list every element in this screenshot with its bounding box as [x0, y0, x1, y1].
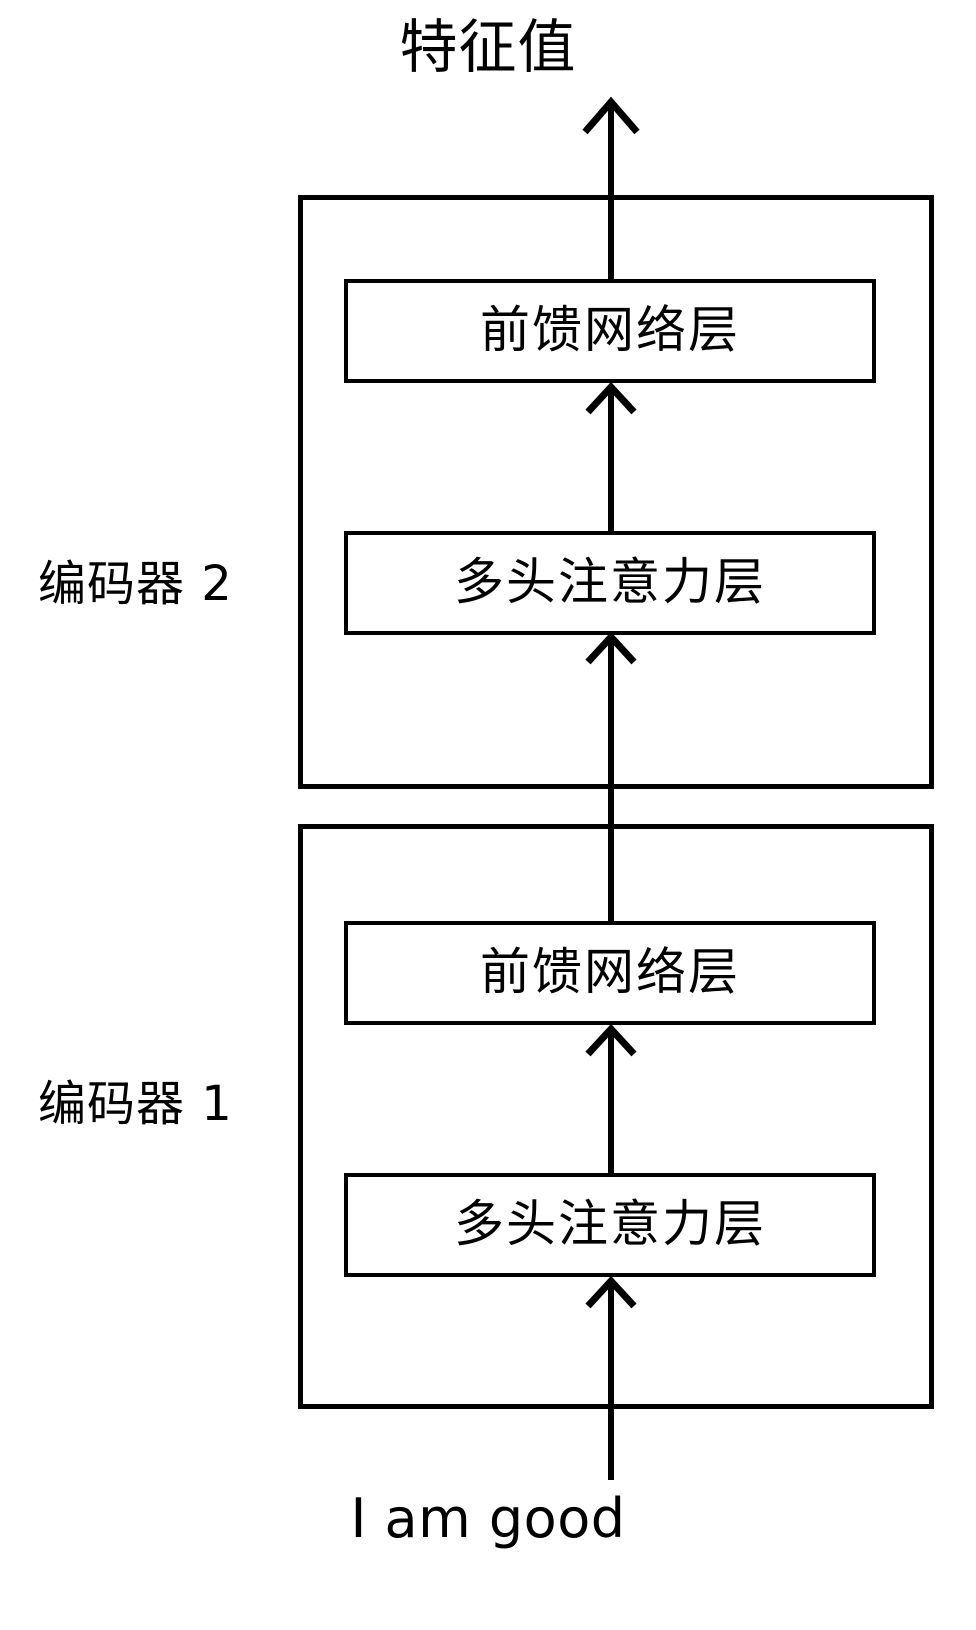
output-feature-value-label: 特征值 [399, 13, 577, 81]
arrow-input-to-enc1-attn [585, 1275, 637, 1480]
encoder-2-label: 编码器 2 [38, 556, 233, 612]
encoder-2-multi-head-attention-layer-box: 多头注意力层 [344, 531, 876, 635]
encoder-1-feed-forward-layer-box: 前馈网络层 [344, 921, 876, 1025]
encoder-2-frame [298, 195, 934, 789]
encoder-1-frame [298, 824, 934, 1409]
arrow-enc2-attn-to-enc2-ffn [585, 381, 637, 531]
encoder-2-feed-forward-layer-box: 前馈网络层 [344, 279, 876, 383]
encoder-1-label: 编码器 1 [38, 1076, 233, 1132]
input-sentence-label: I am good [350, 1487, 626, 1550]
encoder-2-multi-head-attention-layer-label: 多头注意力层 [454, 553, 766, 611]
encoder-1-multi-head-attention-layer-label: 多头注意力层 [454, 1195, 766, 1253]
encoder-1-multi-head-attention-layer-box: 多头注意力层 [344, 1173, 876, 1277]
arrow-enc2-ffn-to-output [582, 96, 640, 280]
encoder-2-feed-forward-layer-label: 前馈网络层 [480, 301, 740, 359]
encoder-1-feed-forward-layer-label: 前馈网络层 [480, 943, 740, 1001]
arrow-enc1-ffn-to-enc2-attn [585, 631, 637, 921]
arrow-enc1-attn-to-enc1-ffn [585, 1023, 637, 1173]
